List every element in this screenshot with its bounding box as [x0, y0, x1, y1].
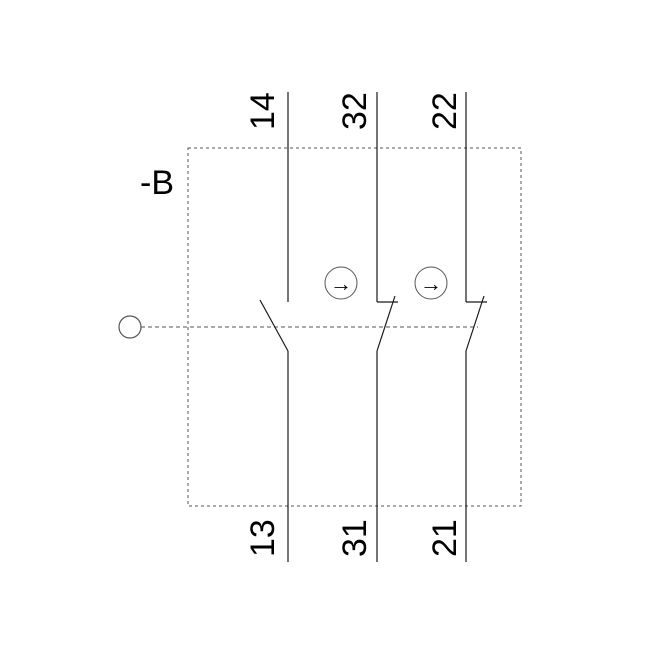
contact-nc1-blade	[376, 295, 396, 352]
terminal-label-21: 21	[426, 519, 464, 557]
terminal-label-32: 32	[336, 92, 374, 130]
terminal-label-31: 31	[336, 519, 374, 557]
device-label: -B	[140, 164, 174, 202]
positive-opening-icon: →	[414, 266, 448, 300]
actuator-circle	[118, 315, 142, 339]
contact-no-blade	[259, 299, 289, 352]
positive-opening-arrow: →	[420, 271, 442, 296]
contact-nc-21-22	[465, 92, 487, 562]
contact-nc2-blade	[465, 295, 485, 352]
contact-no-13-14	[259, 92, 289, 562]
positive-opening-icon: →	[324, 266, 358, 300]
positive-opening-arrow: →	[330, 271, 352, 296]
terminal-label-13: 13	[244, 519, 282, 557]
contact-nc-31-32	[376, 92, 398, 562]
device-enclosure	[187, 147, 522, 507]
terminal-label-14: 14	[244, 92, 282, 130]
terminal-label-22: 22	[426, 92, 464, 130]
